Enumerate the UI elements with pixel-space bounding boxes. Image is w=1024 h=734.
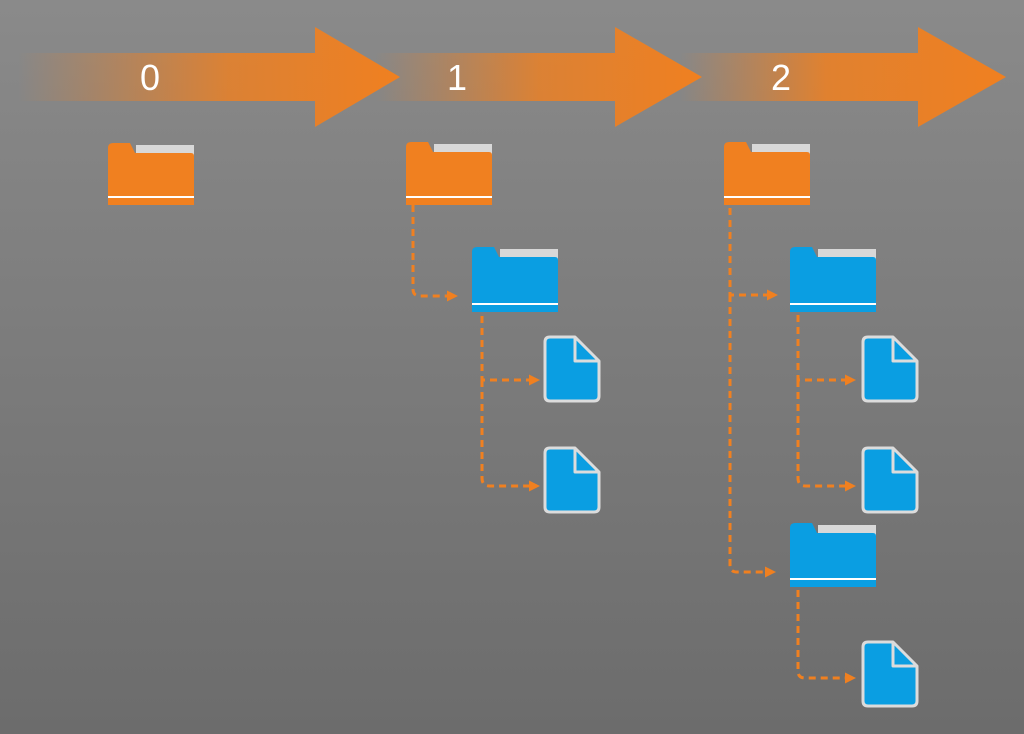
step-0-tree bbox=[108, 143, 194, 205]
folder-icon bbox=[108, 143, 194, 205]
step-1-label: 1 bbox=[447, 57, 467, 98]
step-2-arrow bbox=[680, 27, 1006, 127]
folder-icon bbox=[724, 142, 810, 205]
file-icon bbox=[543, 446, 601, 514]
step-2-tree bbox=[724, 142, 919, 708]
file-icon bbox=[861, 446, 919, 514]
file-icon bbox=[543, 335, 601, 403]
step-0-arrow bbox=[18, 27, 400, 127]
step-1-connectors bbox=[411, 205, 532, 488]
step-2-label: 2 bbox=[771, 57, 791, 98]
step-1-tree bbox=[406, 142, 601, 514]
file-icon bbox=[861, 335, 919, 403]
step-0-label: 0 bbox=[140, 57, 160, 98]
timeline: 0 1 2 bbox=[18, 27, 1006, 127]
folder-icon bbox=[790, 247, 876, 312]
file-icon bbox=[861, 640, 919, 708]
folder-icon bbox=[790, 523, 876, 587]
folder-icon bbox=[472, 247, 558, 312]
folder-icon bbox=[406, 142, 492, 205]
step-2-arrowheads bbox=[765, 289, 856, 684]
step-1-arrowheads bbox=[447, 290, 540, 492]
step-2-connectors bbox=[728, 208, 848, 680]
step-1-arrow bbox=[375, 27, 702, 127]
